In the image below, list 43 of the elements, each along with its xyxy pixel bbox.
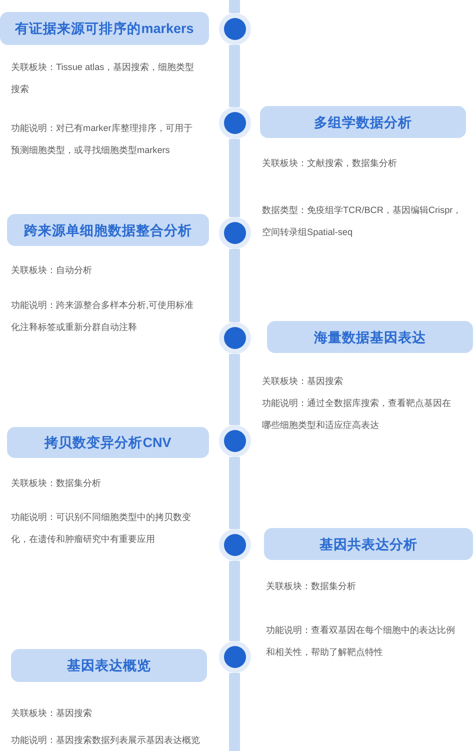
heading-banner [11,649,207,682]
timeline-line [229,139,240,217]
heading-text: 基因共表达分析 [320,536,418,552]
heading-banner [267,321,473,353]
timeline-line [229,354,240,425]
related-modules-text: 关联板块：基因搜索 [11,707,93,720]
heading-banner [7,214,209,246]
description-text: 功能说明：可识别不同细胞类型中的拷贝数变化，在遗传和肿瘤研究中有重要应用 [11,511,192,546]
heading-text: 拷贝数变异分析CNV [44,434,172,451]
timeline-dot [218,425,250,457]
related-modules-text: 关联板块：自动分析 [11,264,93,277]
timeline-dot [218,217,250,249]
related-modules-text: 关联板块：数据集分析 [11,477,102,490]
description-text: 功能说明：通过全数据库搜索，查看靶点基因在哪些细胞类型和适应症高表达 [262,397,452,432]
timeline-line [229,0,240,13]
timeline-line [229,561,240,641]
description-text: 功能说明：查看双基因在每个细胞中的表达比例和相关性，帮助了解靶点特性 [266,624,456,659]
heading-text: 跨来源单细胞数据整合分析 [24,222,192,238]
timeline-dot [218,641,250,673]
related-modules-text: 关联板块：Tissue atlas，基因搜索，细胞类型搜索 [11,61,196,96]
timeline-dot [218,13,250,45]
description-text: 功能说明：基因搜索数据列表展示基因表达概览 [11,734,201,747]
description-text: 功能说明：跨来源整合多样本分析,可使用标准化注释标签或重新分群自动注释 [11,299,195,334]
heading-banner [0,12,209,45]
heading-banner [264,528,473,560]
heading-text: 海量数据基因表达 [314,328,426,346]
description-text: 功能说明：对已有marker库整理排序，可用于预测细胞类型，或寻找细胞类型markers [11,122,194,157]
related-modules-text: 关联板块：数据集分析 [266,580,357,593]
timeline-line [229,673,240,751]
related-modules-text: 关联板块：文献搜索，数据集分析 [262,157,398,170]
heading-text: 有证据来源可排序的markers [15,20,194,37]
heading-banner [7,427,209,458]
timeline-line [229,457,240,529]
timeline-dot [218,322,250,354]
timeline-line [229,45,240,107]
heading-text: 基因表达概览 [67,657,151,674]
timeline-dot [218,529,250,561]
timeline-dot [218,107,250,139]
heading-banner [260,106,466,138]
heading-text: 多组学数据分析 [314,114,412,130]
timeline-line [229,249,240,322]
related-modules-text: 关联板块：基因搜索 [262,375,344,388]
description-text: 数据类型：免疫组学TCR/BCR，基因编辑Crispr，空间转录组Spatial-seq [262,204,463,239]
